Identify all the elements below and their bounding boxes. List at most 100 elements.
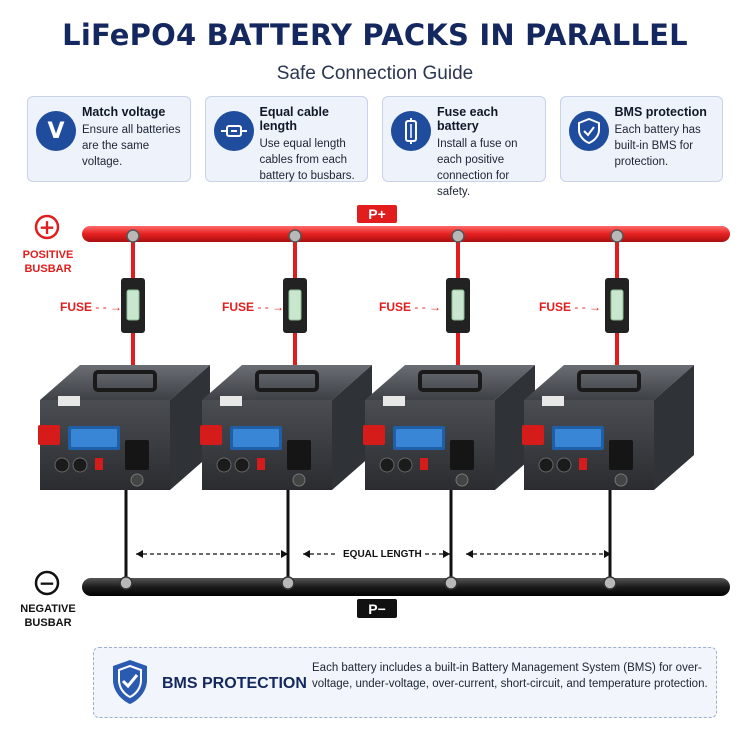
battery-units	[38, 229, 694, 590]
negative-terminal	[450, 440, 474, 470]
negative-label-line2: BUSBAR	[24, 617, 72, 629]
fuse-window	[610, 289, 624, 321]
tip-body: Each battery has built-in BMS for protec…	[614, 124, 701, 168]
fuse-arrow-icon: - - →	[414, 300, 442, 314]
negative-lug	[603, 576, 617, 590]
fuse-label-text: FUSE	[379, 300, 412, 314]
power-switch	[257, 458, 265, 470]
positive-busbar	[82, 226, 730, 242]
battery-side	[332, 365, 372, 490]
fuse-icon	[391, 111, 431, 151]
battery-unit-4	[522, 229, 694, 590]
positive-terminal	[522, 425, 544, 445]
usb-socket	[72, 457, 88, 473]
battery-top	[40, 365, 210, 400]
display-screen	[396, 429, 442, 447]
battery-top	[365, 365, 535, 400]
dimension-arrowhead	[136, 550, 143, 558]
positive-symbol: +	[39, 215, 56, 239]
negative-lug	[119, 576, 133, 590]
usb-socket	[379, 457, 395, 473]
positive-label-line2: BUSBAR	[24, 263, 72, 275]
fuse-arrow-icon: - - →	[257, 300, 285, 314]
battery-connector	[542, 396, 564, 406]
negative-busbar-tag: P−	[368, 601, 386, 617]
negative-terminal	[125, 440, 149, 470]
fuse-window	[126, 289, 140, 321]
tip-card-voltage: V Match voltage Ensure all batteries are…	[27, 96, 191, 182]
usb-socket	[216, 457, 232, 473]
power-switch	[420, 458, 428, 470]
fuse-label-text: FUSE	[539, 300, 572, 314]
dimension-arrowhead	[281, 550, 288, 558]
battery-connector	[58, 396, 80, 406]
battery-connector	[220, 396, 242, 406]
fuse-arrow-icon: - - →	[95, 300, 123, 314]
fuse-label-text: FUSE	[60, 300, 93, 314]
positive-lug	[610, 229, 624, 243]
usb-socket	[538, 457, 554, 473]
battery-unit-2	[200, 229, 372, 590]
negative-lug	[281, 576, 295, 590]
tip-title: Match voltage	[82, 105, 166, 119]
tip-card-cable: Equal cable length Use equal length cabl…	[204, 96, 368, 182]
negative-symbol-circle	[34, 570, 60, 596]
cable-icon	[213, 111, 254, 151]
negative-symbol: −	[39, 571, 56, 595]
display-screen	[555, 429, 601, 447]
fuse-label-2: FUSE - - →	[222, 300, 284, 314]
negative-terminal	[609, 440, 633, 470]
battery-top	[202, 365, 372, 400]
page-title: LiFePO4 BATTERY PACKS IN PARALLEL	[62, 18, 688, 52]
battery-connector	[383, 396, 405, 406]
positive-tag-box	[357, 205, 397, 223]
parallel-wiring-diagram: P+ + P− −	[34, 205, 730, 618]
voltage-icon: V	[36, 111, 76, 151]
dimension-arrowhead	[466, 550, 473, 558]
bms-box-title: BMS PROTECTION	[162, 675, 307, 692]
positive-lug	[288, 229, 302, 243]
negative-lug	[444, 576, 458, 590]
bms-protection-box: BMS PROTECTION Each battery includes a b…	[93, 647, 717, 718]
positive-busbar-tag: P+	[368, 206, 386, 222]
negative-tag-box	[357, 599, 397, 618]
shield-icon	[568, 111, 609, 151]
battery-unit-1	[38, 229, 210, 590]
negative-busbar-label: NEGATIVE BUSBAR	[8, 602, 88, 630]
voltage-glyph: V	[47, 118, 65, 144]
display-screen	[233, 429, 279, 447]
positive-busbar-label: POSITIVE BUSBAR	[8, 248, 88, 276]
fuse-label-4: FUSE - - →	[539, 300, 601, 314]
equal-length-arrows	[136, 550, 611, 558]
negative-post	[455, 473, 469, 487]
equal-length-label: EQUAL LENGTH	[341, 549, 424, 560]
usb-socket	[556, 457, 572, 473]
positive-terminal	[200, 425, 222, 445]
negative-post	[130, 473, 144, 487]
positive-lug	[126, 229, 140, 243]
dimension-arrowhead	[303, 550, 310, 558]
positive-symbol-circle	[34, 214, 60, 240]
fuse-label-3: FUSE - - →	[379, 300, 441, 314]
battery-top	[524, 365, 694, 400]
fuse-window	[451, 289, 465, 321]
battery-handle	[93, 370, 157, 392]
tips-row: V Match voltage Ensure all batteries are…	[27, 96, 723, 198]
tip-body: Ensure all batteries are the same voltag…	[82, 124, 181, 168]
fuse-window	[288, 289, 302, 321]
dimension-arrowhead	[443, 550, 450, 558]
usb-socket	[397, 457, 413, 473]
positive-terminal	[363, 425, 385, 445]
fuse-label-text: FUSE	[222, 300, 255, 314]
battery-handle	[255, 370, 319, 392]
tip-card-fuse: Fuse each battery Install a fuse on each…	[382, 96, 546, 198]
tip-title: Equal cable length	[259, 105, 329, 133]
negative-post	[292, 473, 306, 487]
battery-unit-3	[363, 229, 535, 590]
battery-handle	[418, 370, 482, 392]
bms-box-body: Each battery includes a built-in Battery…	[312, 662, 708, 690]
tip-title: Fuse each battery	[437, 105, 499, 133]
battery-handle	[577, 370, 641, 392]
battery-side	[654, 365, 694, 490]
bms-shield-icon	[113, 660, 147, 704]
